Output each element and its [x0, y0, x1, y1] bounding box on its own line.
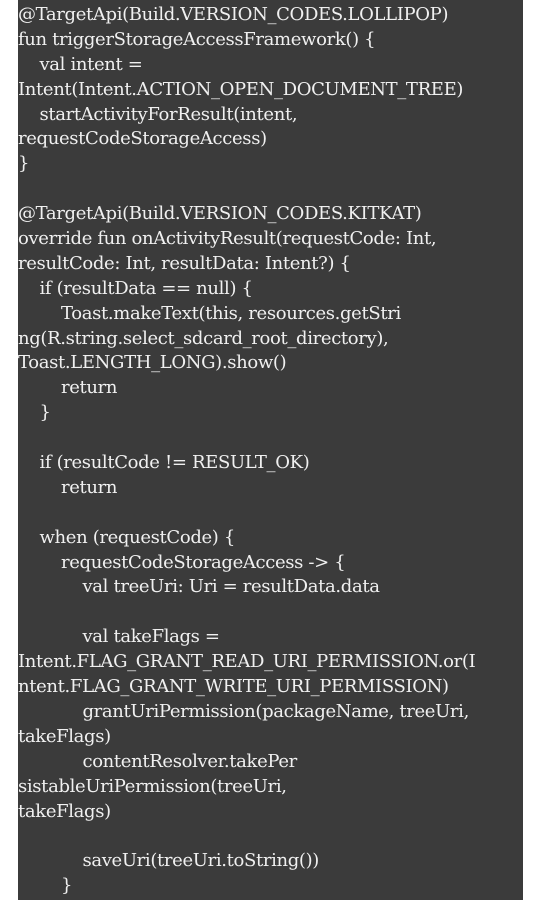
- code-line: requestCodeStorageAccess -> {: [18, 551, 346, 573]
- code-block: @TargetApi(Build.VERSION_CODES.LOLLIPOP)…: [18, 3, 523, 899]
- code-line: return: [18, 377, 118, 399]
- code-line: [18, 600, 523, 625]
- code-line: resultCode: Int, resultData: Intent?) {: [18, 252, 351, 274]
- code-line: startActivityForResult(intent,: [18, 103, 298, 125]
- code-line: val takeFlags =: [18, 626, 220, 648]
- code-line: when (requestCode) {: [18, 526, 235, 548]
- code-line: fun triggerStorageAccessFramework() {: [18, 28, 376, 50]
- code-line: }: [18, 875, 73, 897]
- code-line: @TargetApi(Build.VERSION_CODES.KITKAT): [18, 203, 422, 225]
- code-line: val intent =: [18, 53, 143, 75]
- code-line: ntent.FLAG_GRANT_WRITE_URI_PERMISSION): [18, 676, 449, 698]
- code-line: [18, 426, 523, 451]
- code-line: [18, 501, 523, 526]
- code-line: sistableUriPermission(treeUri,: [18, 775, 287, 797]
- code-line: @TargetApi(Build.VERSION_CODES.LOLLIPOP): [18, 4, 449, 25]
- code-line: Toast.makeText(this, resources.getStri: [18, 302, 401, 324]
- code-line: grantUriPermission(packageName, treeUri,: [18, 700, 469, 722]
- code-line: takeFlags): [18, 800, 111, 822]
- code-line: if (resultData == null) {: [18, 277, 253, 299]
- code-panel: @TargetApi(Build.VERSION_CODES.LOLLIPOP)…: [18, 0, 523, 900]
- code-line: ng(R.string.select_sdcard_root_directory…: [18, 327, 389, 349]
- code-line: Toast.LENGTH_LONG).show(): [18, 352, 287, 374]
- code-line: requestCodeStorageAccess): [18, 128, 267, 150]
- code-line: override fun onActivityResult(requestCod…: [18, 228, 437, 250]
- code-line: takeFlags): [18, 725, 111, 747]
- code-line: val treeUri: Uri = resultData.data: [18, 576, 380, 598]
- code-line: if (resultCode != RESULT_OK): [18, 452, 310, 474]
- code-line: }: [18, 402, 51, 424]
- code-line: }: [18, 153, 30, 175]
- code-line: Intent.FLAG_GRANT_READ_URI_PERMISSION.or…: [18, 651, 476, 673]
- code-line: Intent(Intent.ACTION_OPEN_DOCUMENT_TREE): [18, 78, 464, 100]
- code-line: return: [18, 476, 118, 498]
- code-line: [18, 177, 523, 202]
- code-line: [18, 824, 523, 849]
- code-line: contentResolver.takePer: [18, 750, 297, 772]
- code-line: saveUri(treeUri.toString()): [18, 850, 319, 872]
